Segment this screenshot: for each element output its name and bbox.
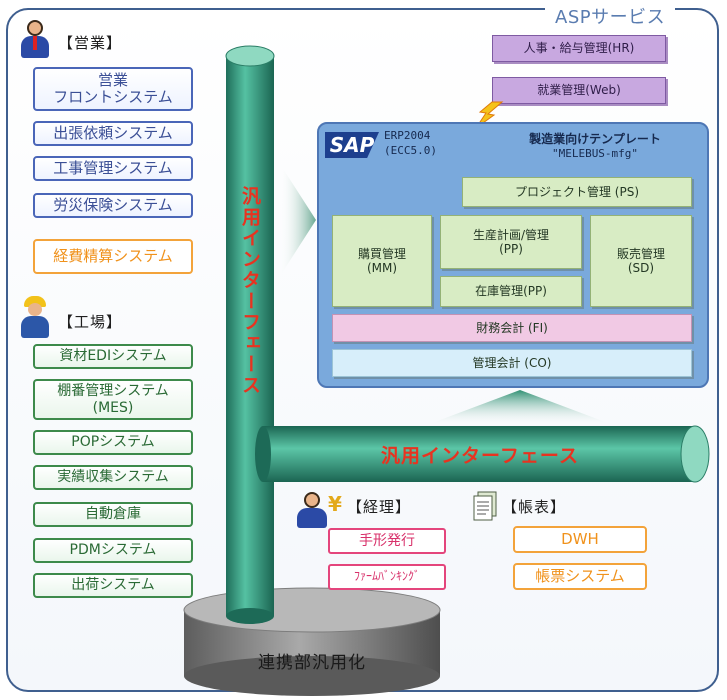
pdm-system[interactable]: PDMシステム	[33, 538, 193, 563]
shelf-management-system[interactable]: 棚番管理システム (MES)	[33, 379, 193, 420]
labor-insurance-system[interactable]: 労災保険システム	[33, 193, 193, 218]
factory-header: 【工場】	[58, 313, 123, 331]
module-co[interactable]: 管理会計 (CO)	[332, 349, 692, 377]
template-name: "MELEBUS-mfg"	[551, 147, 639, 160]
template-title: 製造業向けテンプレート	[529, 132, 661, 146]
arrow-to-sap	[280, 164, 316, 276]
arrow-up-to-sap	[424, 390, 616, 426]
dwh-system[interactable]: DWH	[513, 526, 647, 553]
shipping-system[interactable]: 出荷システム	[33, 573, 193, 598]
asp-hr-box[interactable]: 人事・給与管理(HR)	[492, 35, 666, 62]
sales-front-system[interactable]: 営業 フロントシステム	[33, 67, 193, 111]
module-fi[interactable]: 財務会計 (FI)	[332, 314, 692, 342]
integration-base-label: 連携部汎用化	[258, 653, 366, 673]
expense-settlement-system[interactable]: 経費精算システム	[33, 239, 193, 274]
vertical-interface-label: 汎用インターフェース	[239, 186, 261, 396]
sales-header: 【営業】	[58, 34, 123, 52]
material-edi-system[interactable]: 資材EDIシステム	[33, 344, 193, 369]
report-system[interactable]: 帳票システム	[513, 563, 647, 590]
module-ps[interactable]: プロジェクト管理 (PS)	[462, 177, 692, 207]
construction-management-system[interactable]: 工事管理システム	[33, 156, 193, 181]
accountant-icon: ¥	[292, 488, 348, 530]
horizontal-interface-pipe	[255, 425, 710, 483]
reports-header: 【帳表】	[502, 498, 567, 516]
module-pp-stock[interactable]: 在庫管理(PP)	[440, 276, 582, 307]
erp-version: ERP2004 (ECC5.0)	[384, 129, 437, 158]
factory-worker-icon	[18, 296, 52, 338]
module-pp[interactable]: 生産計画/管理 (PP)	[440, 215, 582, 269]
vertical-interface-pipe	[225, 45, 275, 624]
firm-banking-system[interactable]: ﾌｧｰﾑﾊﾞﾝｷﾝｸﾞ	[328, 564, 446, 590]
module-sd[interactable]: 販売管理 (SD)	[590, 215, 692, 307]
lightning-icon	[475, 101, 504, 129]
automated-warehouse[interactable]: 自動倉庫	[33, 502, 193, 527]
module-mm[interactable]: 購買管理 (MM)	[332, 215, 432, 307]
pop-system[interactable]: POPシステム	[33, 430, 193, 455]
bill-issuance-system[interactable]: 手形発行	[328, 528, 446, 554]
business-trip-system[interactable]: 出張依頼システム	[33, 121, 193, 146]
performance-collection-system[interactable]: 実績収集システム	[33, 465, 193, 490]
asp-web-box[interactable]: 就業管理(Web)	[492, 77, 666, 104]
horizontal-interface-label: 汎用インターフェース	[381, 445, 579, 467]
asp-service-title: ASPサービス	[545, 3, 676, 29]
integration-base-cylinder	[183, 587, 441, 696]
sales-person-icon	[18, 18, 52, 60]
report-document-icon	[473, 491, 497, 521]
accounting-header: 【経理】	[347, 498, 412, 516]
